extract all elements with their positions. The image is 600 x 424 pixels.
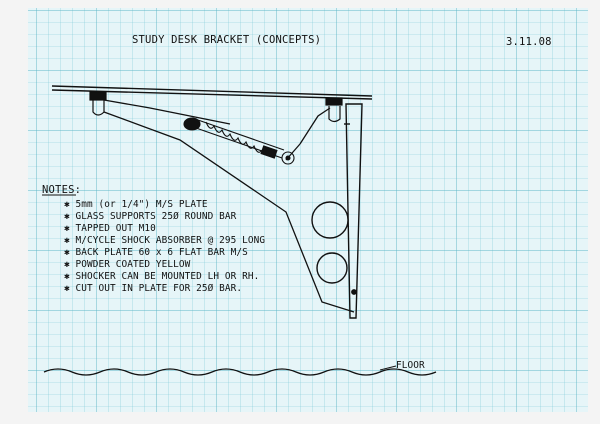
note-line-7: ✱ SHOCKER CAN BE MOUNTED LH OR RH. <box>64 271 259 282</box>
floor-line <box>43 368 437 376</box>
note-line-2: ✱ GLASS SUPPORTS 25Ø ROUND BAR <box>64 211 237 222</box>
back-plate <box>311 103 363 319</box>
left-support <box>89 91 107 116</box>
note-line-5: ✱ BACK PLATE 60 x 6 FLAT BAR M/S <box>64 247 248 258</box>
drawing-date: 3.11.08 <box>506 36 552 48</box>
right-support <box>325 97 343 123</box>
note-line-4: ✱ M/CYCLE SHOCK ABSORBER @ 295 LONG <box>64 235 265 246</box>
notes-heading: NOTES: <box>42 184 81 196</box>
grid-major <box>28 8 588 412</box>
shock-absorber <box>183 117 295 165</box>
floor-leader <box>379 365 397 371</box>
round-bar-cutout-bottom <box>316 252 348 284</box>
round-bar-cutout-top <box>311 201 349 239</box>
drawing-title: STUDY DESK BRACKET (CONCEPTS) <box>132 34 321 46</box>
note-line-6: ✱ POWDER COATED YELLOW <box>64 259 191 270</box>
notes-block: NOTES: ✱ 5mm (or 1/4") M/S PLATE ✱ GLASS… <box>42 184 265 294</box>
floor-label: FLOOR <box>396 360 425 371</box>
note-line-3: ✱ TAPPED OUT M10 <box>64 223 156 234</box>
note-line-1: ✱ 5mm (or 1/4") M/S PLATE <box>64 199 208 210</box>
note-line-8: ✱ CUT OUT IN PLATE FOR 25Ø BAR. <box>64 283 242 294</box>
